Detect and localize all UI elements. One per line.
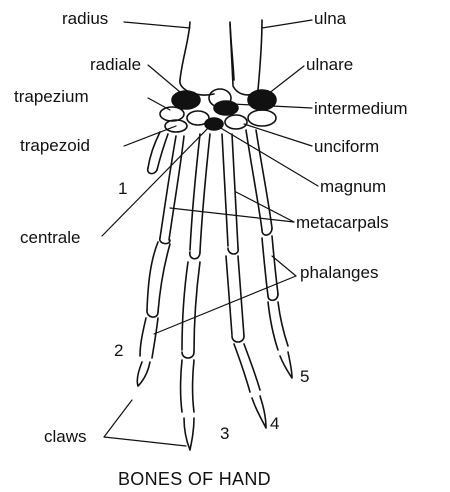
digit-2-bones [137,136,184,386]
leader-unciform [244,124,312,146]
leader-trapezoid [124,126,176,146]
leader-lines [102,20,318,446]
label-trapezoid: trapezoid [20,137,90,154]
leader-metacarpals-1 [170,208,294,222]
label-metacarpals: metacarpals [296,214,389,231]
digit-number-3: 3 [220,425,229,442]
leader-claws-1 [104,400,132,437]
leader-metacarpals-2 [236,192,294,222]
label-claws: claws [44,428,87,445]
leader-radius [124,22,190,28]
leader-ulnare [268,66,304,94]
digit-1-bones [148,132,168,174]
leader-trapezium [148,98,170,110]
leader-radiale [148,65,180,92]
digit-number-4: 4 [270,415,279,432]
digit-4-bones [222,134,266,428]
digit-number-2: 2 [114,342,123,359]
label-trapezium: trapezium [14,88,89,105]
digit-5-bones [246,130,292,378]
leader-claws-2 [104,437,186,446]
digit-number-5: 5 [300,368,309,385]
label-magnum: magnum [320,178,386,195]
label-radiale: radiale [90,56,141,73]
label-radius: radius [62,10,108,27]
leader-ulna [262,20,312,28]
label-intermedium: intermedium [314,100,408,117]
leader-magnum [214,124,318,186]
label-ulnare: ulnare [306,56,353,73]
leader-phalanges-1 [154,276,296,334]
label-phalanges: phalanges [300,264,378,281]
diagram-caption: BONES OF HAND [118,470,271,488]
label-unciform: unciform [314,138,379,155]
digit-number-1: 1 [118,180,127,197]
label-ulna: ulna [314,10,346,27]
ulna-bone [230,20,262,95]
carpal-bones [160,89,276,132]
digit-3-bones [181,134,211,450]
radius-bone [180,22,234,95]
label-centrale: centrale [20,229,80,246]
